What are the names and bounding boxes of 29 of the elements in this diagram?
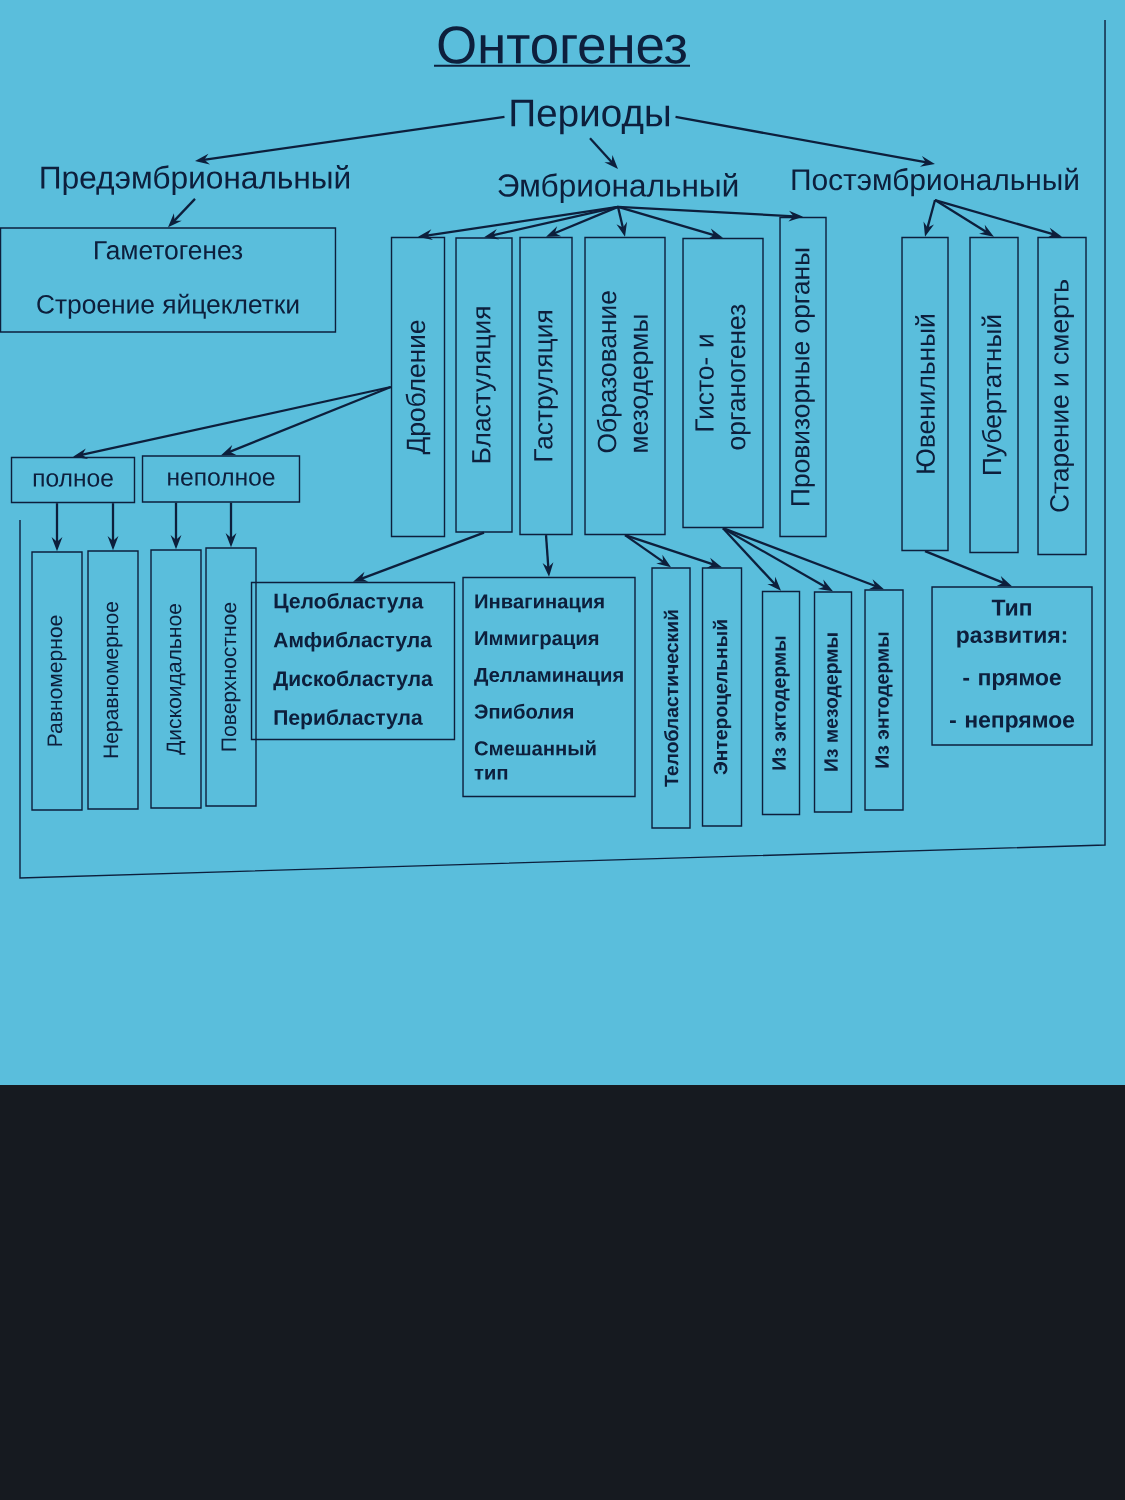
vertical-box: Энтероцельный [701, 567, 743, 827]
vertical-box: Поверхностное [205, 547, 257, 807]
vertical-box: Старение и смерть [1037, 236, 1087, 556]
text-box: Инвагинация Иммиграция Делламинация Эпиболия Смешанный тип [462, 576, 636, 798]
vertical-box: Из мезодермы [813, 591, 853, 813]
vertical-box: Образование мезодермы [584, 236, 666, 536]
vertical-box: Дробление [390, 236, 446, 538]
vertical-box: Бластуляция [455, 237, 513, 533]
period-label: Предэмбриональный [41, 165, 349, 195]
vertical-box: Неравномерное [87, 550, 139, 810]
text-box: Целобластула Амфибластула Дискобластула Перибластула [250, 581, 456, 741]
period-label: Постэмбриональный [792, 167, 1078, 197]
period-label: Периоды [511, 99, 670, 135]
vertical-box: Равномерное [31, 551, 83, 811]
text-box: Гаметогенез Строение яйцеклетки [0, 227, 337, 333]
vertical-box: Ювенильный [901, 236, 949, 552]
text-box: полное [10, 456, 136, 504]
vertical-box: Телобластический [651, 567, 691, 829]
vertical-box: Из эктодермы [761, 590, 801, 816]
text-box: неполное [141, 455, 301, 503]
vertical-box: Из энтодермы [864, 589, 904, 811]
text-box: Тип развития: - прямое - непрямое [931, 586, 1093, 746]
vertical-box: Провизорные органы [779, 216, 827, 538]
title: Онтогенез [434, 26, 690, 67]
vertical-box: Гисто- и органогенез [682, 237, 764, 529]
period-label: Эмбриональный [498, 172, 738, 203]
vertical-box: Пубертатный [969, 236, 1019, 554]
vertical-box: Гаструляция [519, 236, 573, 536]
vertical-box: Дискоидальное [150, 549, 202, 809]
